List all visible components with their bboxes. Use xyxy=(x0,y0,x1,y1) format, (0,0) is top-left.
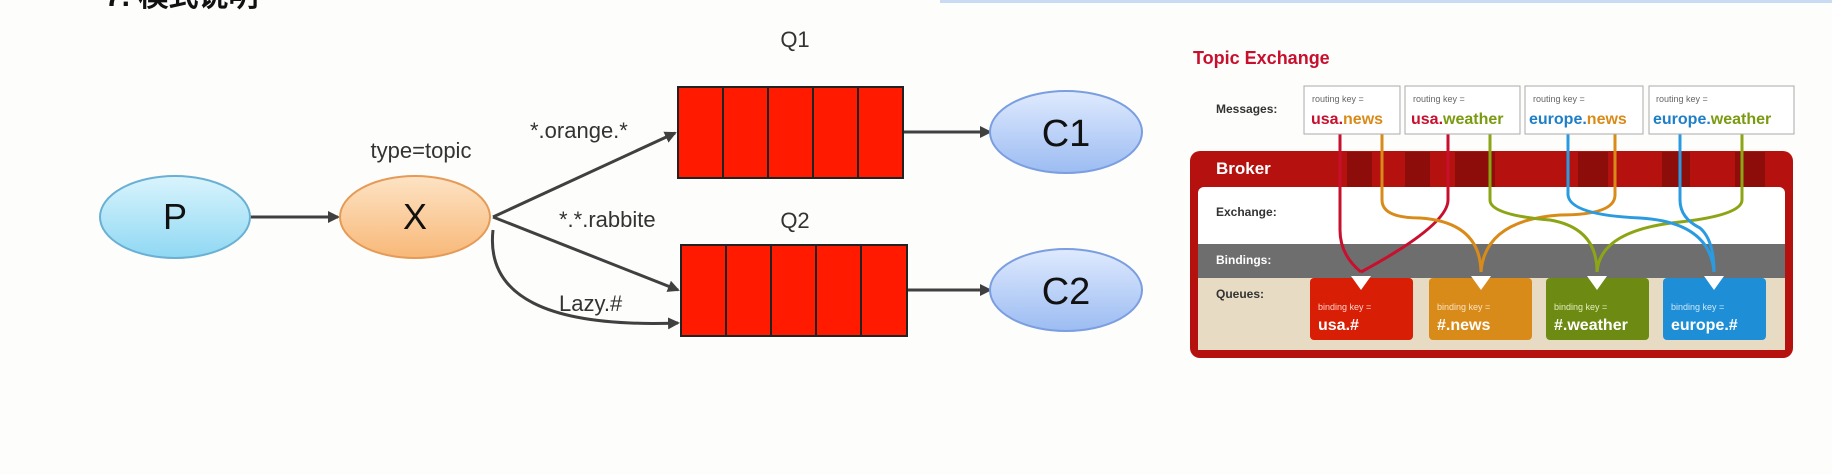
message-1-suffix: news xyxy=(1343,111,1383,128)
message-card-4: routing key = europe.weather xyxy=(1648,85,1795,135)
te-queue-usa-key: usa.# xyxy=(1318,317,1359,334)
te-queue-usa: binding key = usa.# xyxy=(1310,276,1413,340)
slide-title-fragment: 7. 模式说明 xyxy=(105,0,258,13)
binding-label-lazy: Lazy.# xyxy=(559,291,623,316)
svg-text:europe.news: europe.news xyxy=(1529,111,1627,128)
message-4-prefix: europe. xyxy=(1653,111,1711,128)
queue-q1-label: Q1 xyxy=(780,27,809,52)
binding-label-orange: *.orange.* xyxy=(530,118,628,143)
message-card-3: routing key = europe.news xyxy=(1524,85,1644,135)
exchange-label: X xyxy=(403,196,427,237)
producer-node: P xyxy=(99,175,251,259)
queue-q2-label: Q2 xyxy=(780,208,809,233)
message-2-suffix: weather xyxy=(1442,111,1503,128)
edge-x-q2 xyxy=(492,215,680,292)
te-queue-weather: binding key = #.weather xyxy=(1546,276,1649,340)
edge-x-q1 xyxy=(492,131,677,219)
message-4-suffix: weather xyxy=(1710,111,1771,128)
message-card-1: routing key = usa.news xyxy=(1303,85,1401,135)
routing-key-caption: routing key = xyxy=(1312,94,1364,104)
bindings-row-label: Bindings: xyxy=(1216,253,1271,267)
consumer-c1-label: C1 xyxy=(1042,113,1091,155)
topic-exchange-title: Topic Exchange xyxy=(1193,48,1330,68)
binding-key-caption: binding key = xyxy=(1554,302,1607,312)
routing-key-caption: routing key = xyxy=(1656,94,1708,104)
binding-label-rabbite: *.*.rabbite xyxy=(559,207,656,232)
message-2-prefix: usa. xyxy=(1411,111,1443,128)
te-queue-europe-key: europe.# xyxy=(1671,317,1738,334)
topic-exchange-figure: Topic Exchange Messages: Broker Exchange… xyxy=(1190,48,1795,358)
te-queue-news: binding key = #.news xyxy=(1429,276,1532,340)
producer-label: P xyxy=(163,196,187,237)
te-queue-news-key: #.news xyxy=(1437,317,1490,334)
exchange-row-label: Exchange: xyxy=(1216,205,1277,219)
te-queue-europe: binding key = europe.# xyxy=(1663,276,1766,340)
messages-label: Messages: xyxy=(1216,102,1277,116)
queues-row-label: Queues: xyxy=(1216,287,1264,301)
message-3-prefix: europe. xyxy=(1529,111,1587,128)
message-1-prefix: usa. xyxy=(1311,111,1343,128)
queue-q1 xyxy=(677,86,904,179)
top-bar xyxy=(940,0,1832,3)
consumer-c1-node: C1 xyxy=(989,90,1143,174)
svg-text:europe.weather: europe.weather xyxy=(1653,111,1771,128)
te-queue-weather-key: #.weather xyxy=(1554,317,1628,334)
consumer-c2-node: C2 xyxy=(989,248,1143,332)
exchange-type-label: type=topic xyxy=(371,138,472,163)
binding-key-caption: binding key = xyxy=(1671,302,1724,312)
svg-text:usa.weather: usa.weather xyxy=(1411,111,1503,128)
binding-key-caption: binding key = xyxy=(1318,302,1371,312)
consumer-c2-label: C2 xyxy=(1042,271,1091,313)
edge-x-q2-lazy xyxy=(490,229,680,330)
exchange-node: X xyxy=(339,175,491,259)
message-3-suffix: news xyxy=(1587,111,1627,128)
routing-key-caption: routing key = xyxy=(1413,94,1465,104)
broker-label: Broker xyxy=(1216,159,1271,178)
binding-key-caption: binding key = xyxy=(1437,302,1490,312)
bindings-band xyxy=(1198,244,1785,278)
queue-q2 xyxy=(680,244,908,337)
svg-text:usa.news: usa.news xyxy=(1311,111,1383,128)
message-card-2: routing key = usa.weather xyxy=(1404,85,1521,135)
routing-key-caption: routing key = xyxy=(1533,94,1585,104)
